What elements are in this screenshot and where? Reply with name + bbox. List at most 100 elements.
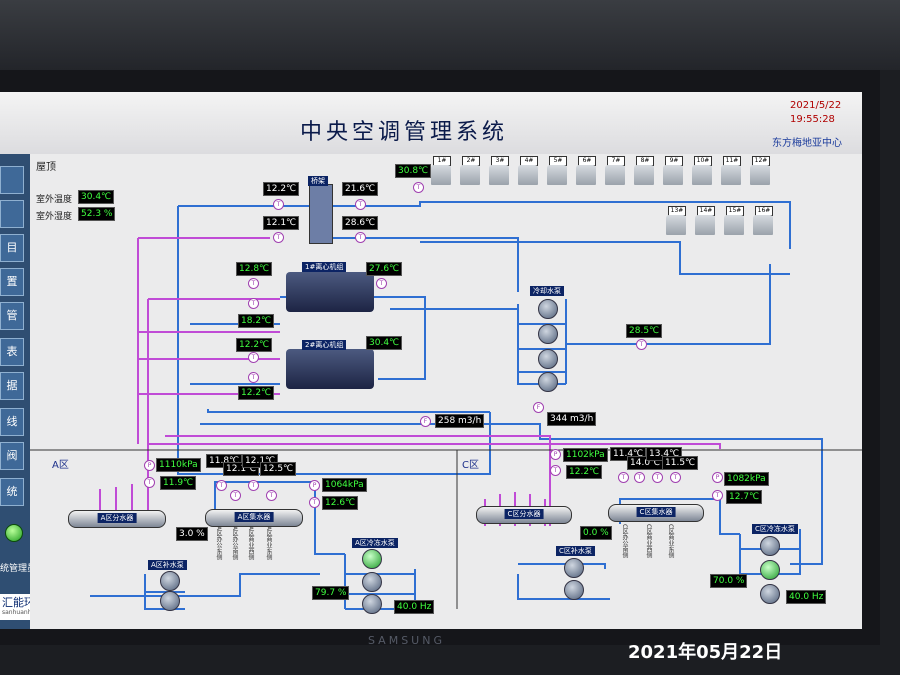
zone-a-valve-pct: 3.0 % [176,527,208,541]
cooling-tower[interactable]: 16# [752,206,774,236]
cooling-tower[interactable]: 10# [691,156,713,186]
cooling-tower[interactable]: 8# [633,156,655,186]
zone-a-distributor: A区分水器 [68,510,166,528]
sensor-dot[interactable]: T [248,278,259,289]
sidebar-item-7[interactable]: 据 [0,372,24,400]
sensor-dot[interactable]: T [248,372,259,383]
cooling-tower[interactable]: 5# [546,156,568,186]
cooling-tower[interactable]: 9# [662,156,684,186]
zone-c-chw-pump-icon[interactable] [760,536,780,556]
sidebar-item-8[interactable]: 线 [0,408,24,436]
sensor-dot[interactable]: T [309,497,320,508]
sensor-dot[interactable]: P [550,449,561,460]
cooling-tower[interactable]: 13# [665,206,687,236]
sidebar-item-5[interactable]: 管 [0,302,24,330]
sensor-dot[interactable]: T [248,480,259,491]
zone-a-makeup-pump-icon[interactable] [160,571,180,591]
sensor-dot[interactable]: T [634,472,645,483]
cooling-tower[interactable]: 6# [575,156,597,186]
sensor-dot[interactable]: T [413,182,424,193]
chiller-2-out-temp: 12.2℃ [238,386,275,400]
sidebar-item-1[interactable] [0,166,24,194]
sidebar-item-9[interactable]: 阀 [0,442,24,470]
schematic-pane: 屋顶 室外温度 30.4℃ 室外湿度 52.3 % 桥架 12.2℃ 12.1℃… [30,154,862,629]
cooling-tower[interactable]: 1# [430,156,452,186]
zone-a-makeup-pump-label: A区补水泵 [148,560,187,570]
zone-a-chw-pump-icon[interactable] [362,572,382,592]
cooling-pump-icon[interactable] [538,324,558,344]
sensor-dot[interactable]: P [309,480,320,491]
zone-a-temp: 11.9℃ [160,476,197,490]
cooling-tower[interactable]: 11# [720,156,742,186]
cooling-tower-icon [576,165,596,185]
cooling-pump-label: 冷却水泵 [530,286,564,296]
cooling-tower[interactable]: 7# [604,156,626,186]
sensor-dot[interactable]: T [550,465,561,476]
zone-c-valve-pct: 0.0 % [580,526,612,540]
cooling-tower-icon [666,215,686,235]
sensor-dot[interactable]: T [618,472,629,483]
sidebar-item-10[interactable]: 统 [0,478,24,506]
zone-c-pressure: 1102kPa [563,448,608,462]
chiller-1[interactable] [286,272,374,312]
flow-sensor-dot[interactable]: F [420,416,431,427]
sensor-dot[interactable]: T [266,490,277,501]
zone-a-chw-pump-icon[interactable] [362,549,382,569]
status-indicator-icon[interactable] [5,524,23,542]
photo-date-caption: 2021年05月22日 [628,642,783,663]
sensor-dot[interactable]: T [248,352,259,363]
sensor-dot[interactable]: T [712,490,723,501]
cooling-tower[interactable]: 3# [488,156,510,186]
sensor-dot[interactable]: T [144,477,155,488]
sensor-dot[interactable]: T [670,472,681,483]
sensor-dot[interactable]: T [248,298,259,309]
zone-c-branch-name-1: C区办公南侧 [621,524,628,559]
cooling-pump-icon[interactable] [538,372,558,392]
sensor-dot[interactable]: T [273,232,284,243]
zone-c-makeup-pump-icon[interactable] [564,580,584,600]
zone-a-branch-name-4: A区商业东侧 [265,526,272,561]
chiller-2[interactable] [286,349,374,389]
cooling-pump-icon[interactable] [538,299,558,319]
zone-a-makeup-pump-icon[interactable] [160,591,180,611]
sensor-dot[interactable]: T [216,480,227,491]
cooling-tower[interactable]: 12# [749,156,771,186]
zone-c-chw-pump-icon[interactable] [760,560,780,580]
cooling-pump-icon[interactable] [538,349,558,369]
sidebar-item-6[interactable]: 表 [0,338,24,366]
cooling-tower[interactable]: 4# [517,156,539,186]
zone-c-branch-name-3: C区商业东侧 [667,524,674,559]
sensor-dot[interactable]: P [712,472,723,483]
zone-c-chw-pump-icon[interactable] [760,584,780,604]
outdoor-temp-label: 室外温度 [36,195,73,205]
zone-a-chw-pump-icon[interactable] [362,594,382,614]
chiller-2-in-temp: 12.2℃ [236,338,273,352]
org-name: 东方梅地亚中心 [772,138,842,149]
sensor-dot[interactable]: T [636,339,647,350]
cooling-tower[interactable]: 14# [694,206,716,236]
zone-a-pump-pct: 79.7 % [312,586,350,600]
sensor-dot[interactable]: T [230,490,241,501]
background-wall [0,0,900,70]
cooling-tower[interactable]: 2# [459,156,481,186]
sidebar-item-2[interactable] [0,200,24,228]
cooling-tower-icon [547,165,567,185]
sensor-dot[interactable]: T [355,232,366,243]
flow-sensor-dot[interactable]: F [533,402,544,413]
sidebar-item-3[interactable]: 目 [0,234,24,262]
sensor-dot[interactable]: T [355,199,366,210]
sidebar-item-4[interactable]: 置 [0,268,24,296]
sensor-dot[interactable]: T [376,278,387,289]
cooling-tower-icon [605,165,625,185]
zone-c-makeup-pump-label: C区补水泵 [556,546,595,556]
sensor-dot[interactable]: T [273,199,284,210]
cooling-tower[interactable]: 15# [723,206,745,236]
cooling-tower-icon [724,215,744,235]
cooling-tower-icon [431,165,451,185]
zone-c-makeup-pump-icon[interactable] [564,558,584,578]
outdoor-temp-value: 30.4℃ [78,190,115,204]
sensor-dot[interactable]: P [144,460,155,471]
zone-a-temp-2: 12.6℃ [322,496,359,510]
sensor-dot[interactable]: T [652,472,663,483]
cooling-tower-icon [695,215,715,235]
